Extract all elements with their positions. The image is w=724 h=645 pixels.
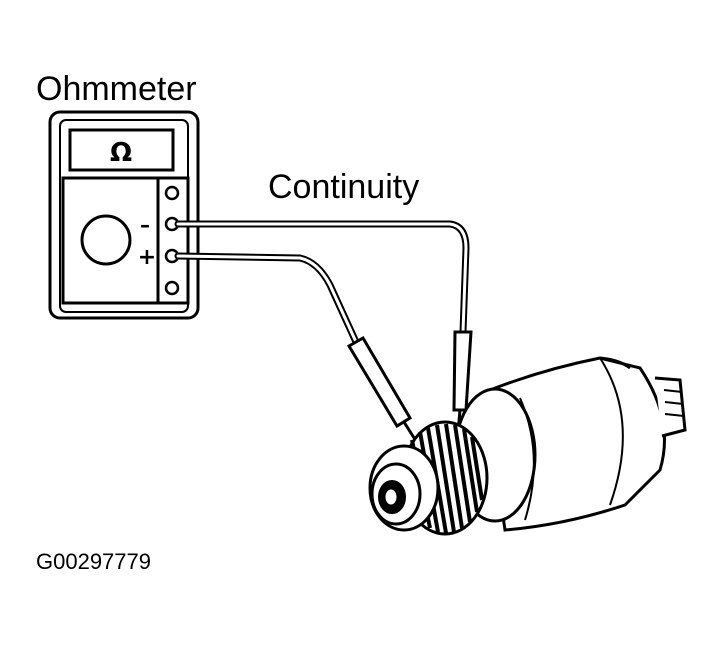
- figure-code: G00297779: [36, 549, 151, 574]
- positive-lead-outline: [174, 252, 360, 346]
- test-leads: [174, 220, 470, 346]
- ohmmeter-panel: [61, 176, 190, 305]
- terminal-bottom: [164, 280, 180, 296]
- continuity-label: Continuity: [268, 168, 420, 206]
- plus-sign: +: [138, 245, 156, 270]
- minus-sign: –: [140, 213, 150, 237]
- ohmmeter-display: [68, 128, 175, 172]
- pinion-gear: [368, 420, 489, 536]
- ohmmeter: [48, 110, 200, 320]
- ohm-symbol: Ω: [110, 138, 132, 168]
- starter-drive: [453, 356, 687, 532]
- selector-dial: [80, 214, 132, 266]
- terminal-top: [164, 185, 180, 201]
- ohmmeter-label: Ohmmeter: [36, 70, 197, 108]
- ohmmeter-body: [48, 110, 200, 320]
